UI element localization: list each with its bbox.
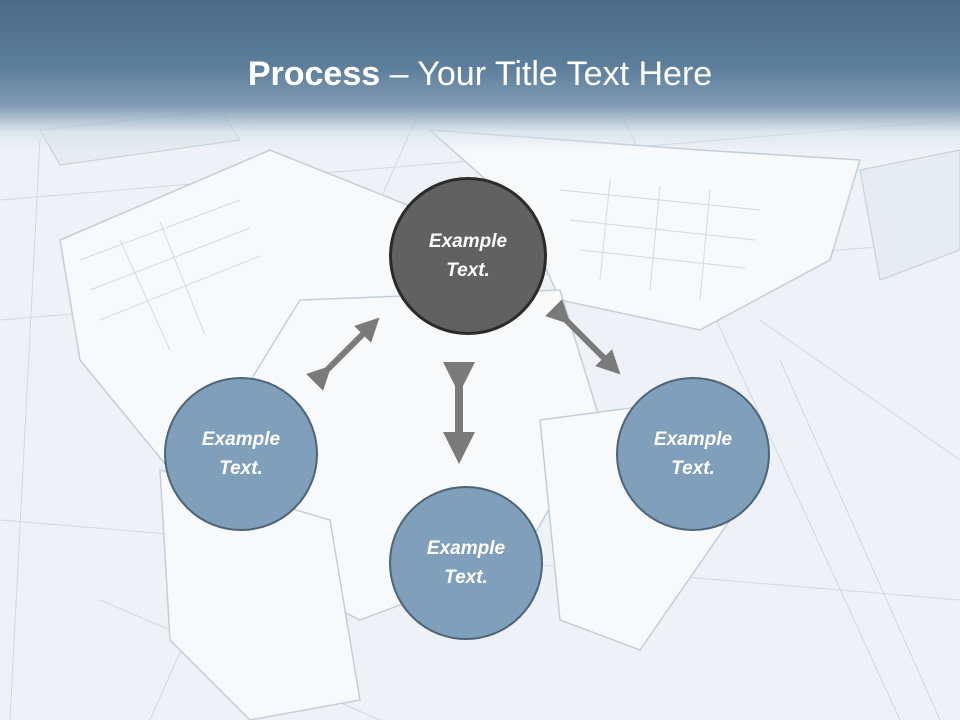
node-top-label: Example Text. bbox=[428, 231, 508, 281]
node-bottom-label: Example Text. bbox=[426, 538, 506, 588]
title-rest: – Your Title Text Here bbox=[380, 55, 713, 93]
title-bold: Process bbox=[247, 55, 381, 93]
node-left[interactable]: Example Text. bbox=[164, 377, 318, 531]
title-bar bbox=[0, 0, 960, 150]
node-right[interactable]: Example Text. bbox=[616, 377, 770, 531]
node-top[interactable]: Example Text. bbox=[389, 177, 547, 335]
node-bottom[interactable]: Example Text. bbox=[389, 486, 543, 640]
node-left-label: Example Text. bbox=[201, 429, 281, 479]
node-right-label: Example Text. bbox=[653, 429, 733, 479]
slide-title: Process – Your Title Text Here bbox=[0, 52, 960, 96]
